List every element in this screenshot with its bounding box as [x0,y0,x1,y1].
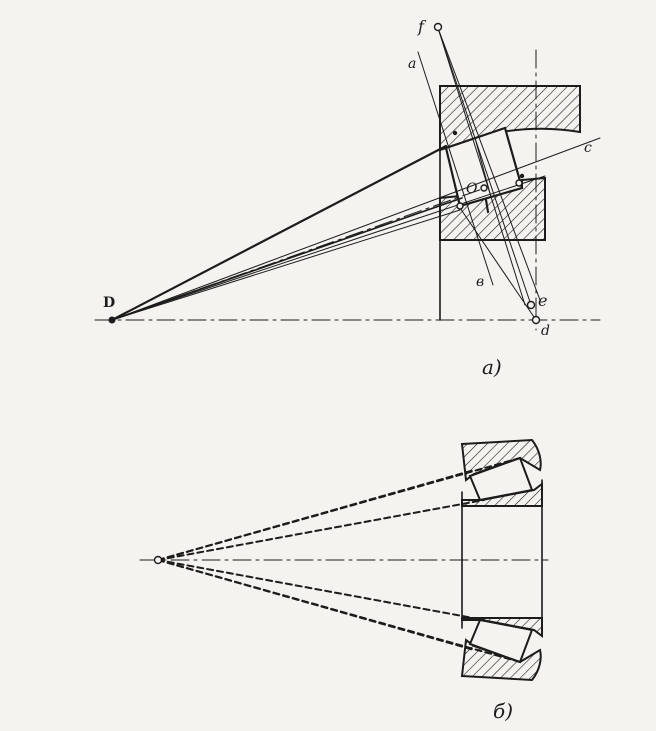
point-contact-right [515,179,523,187]
label-e: e [538,291,547,310]
ray-lower [111,209,461,321]
lower-inner-ring [461,617,543,638]
caption-b: б) [493,699,513,723]
dash-lower-2 [157,559,521,663]
dash-lower-3 [157,559,485,621]
mark-1 [452,130,458,136]
bore-outline [461,479,543,637]
point-d [531,315,541,325]
label-apex: D [103,295,115,311]
figure-a: D f a c O в e d a) [94,17,601,379]
point-contact-left [456,202,464,210]
label-o: O [466,181,478,197]
ray-outer-raceway [110,144,448,322]
ray-rib [111,175,546,321]
label-f: f [417,17,427,36]
ray-to-c [111,137,601,321]
line-f-e-1 [437,27,531,303]
figure-b: б) [139,438,549,723]
ray-inner-raceway [111,197,463,321]
label-c: c [584,140,592,156]
label-a: a [408,56,416,72]
caption-a: a) [482,355,502,379]
line-a-b [417,51,494,286]
dash-upper-3 [157,499,485,561]
line-f-e-2 [437,27,541,301]
dash-upper-2 [157,457,521,561]
mark-3 [484,198,490,214]
tapered-roller [444,126,524,208]
point-f [433,22,443,32]
label-b: в [476,274,484,290]
mark-2 [519,173,525,179]
label-d: d [541,323,550,339]
line-f-e-3 [437,27,526,306]
point-o [480,184,488,192]
point-e [526,300,536,310]
apex-point [108,316,116,324]
apex-point-b [153,555,163,565]
line-to-d [457,204,537,321]
